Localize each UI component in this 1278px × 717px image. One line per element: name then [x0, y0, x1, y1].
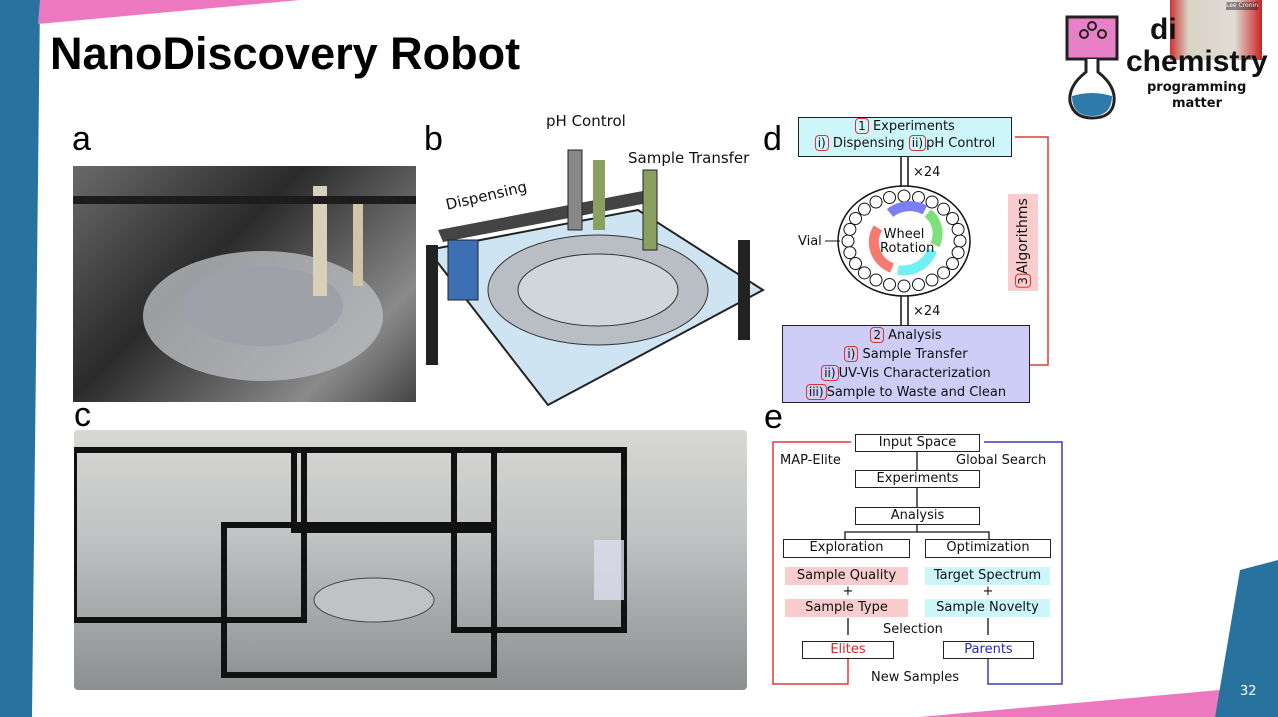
- exploration-box: Exploration: [783, 539, 910, 558]
- map-elite-label: MAP-Elite: [780, 453, 841, 468]
- vial: [951, 222, 965, 236]
- vial: [911, 277, 925, 291]
- vial: [869, 195, 883, 209]
- vial-label: Vial: [798, 234, 822, 249]
- elites-box: Elites: [802, 641, 894, 659]
- bottom-pink-band: [920, 690, 1220, 717]
- logo-text-matter: matter: [1172, 96, 1222, 111]
- ph-control-step: pH Control: [926, 136, 996, 152]
- callout-sample-transfer: Sample Transfer: [628, 149, 750, 167]
- substep-number: ii): [821, 365, 839, 381]
- vial: [925, 273, 939, 287]
- multiplier-bottom: ×24: [913, 304, 941, 319]
- step-number: 3: [1015, 273, 1031, 288]
- panel-label-c: c: [74, 396, 91, 434]
- vial: [925, 195, 939, 209]
- logo-text-chemistry: chemistry: [1126, 45, 1268, 78]
- optimization-box: Optimization: [925, 539, 1051, 558]
- algorithms-text: Algorithms: [1015, 197, 1031, 274]
- vial: [945, 212, 959, 225]
- vial: [953, 234, 967, 248]
- new-samples-label: New Samples: [871, 670, 960, 685]
- sample-quality-label: Sample Quality: [785, 567, 908, 585]
- wheel-label-line1: Wheel: [883, 227, 925, 242]
- vial: [857, 202, 871, 216]
- substep-number: ii): [908, 135, 927, 152]
- experiments-node: Experiments: [855, 470, 980, 488]
- experiments-title: Experiments: [872, 119, 955, 134]
- robot-enclosure-photo-c: [74, 430, 747, 690]
- uv-vis-step: UV-Vis Characterization: [838, 366, 991, 381]
- panel-label-a: a: [72, 120, 91, 158]
- analysis-title: Analysis: [888, 328, 942, 343]
- vial: [883, 277, 897, 291]
- panel-label-e: e: [764, 398, 783, 436]
- sample-novelty-label: Sample Novelty: [925, 599, 1050, 617]
- vial: [841, 234, 855, 248]
- logo-text-programming: programming: [1147, 80, 1247, 95]
- substep-number: i): [844, 346, 859, 362]
- plus-sign: +: [842, 584, 854, 599]
- top-pink-band: [38, 0, 300, 24]
- vial: [849, 212, 863, 225]
- input-space-box: Input Space: [855, 434, 980, 452]
- panel-label-b: b: [424, 120, 443, 158]
- parents-box: Parents: [943, 641, 1034, 659]
- global-search-label: Global Search: [956, 453, 1047, 468]
- vial: [951, 246, 965, 260]
- step-number: 2: [870, 327, 884, 343]
- vial: [883, 191, 897, 205]
- robot-cad-render-b: [426, 149, 765, 407]
- left-blue-band: [0, 0, 40, 717]
- workflow-diagram-d: [825, 136, 1049, 366]
- vial: [937, 202, 951, 216]
- logo-text-di: di: [1150, 13, 1177, 46]
- sample-type-label: Sample Type: [785, 599, 908, 617]
- vial: [857, 266, 871, 280]
- selection-flowchart-e: [772, 441, 1063, 685]
- callout-ph-control: pH Control: [546, 112, 626, 130]
- vial: [937, 266, 951, 280]
- plus-sign: +: [982, 584, 994, 599]
- flask-circuit-icon: [1062, 14, 1122, 120]
- target-spectrum-label: Target Spectrum: [925, 567, 1050, 585]
- vial: [843, 222, 857, 236]
- substep-number: i): [814, 135, 829, 152]
- sample-transfer-step: Sample Transfer: [862, 347, 968, 362]
- vial: [945, 257, 959, 270]
- page-number: 32: [1240, 684, 1257, 699]
- substep-number: iii): [805, 384, 827, 400]
- panel-label-d: d: [763, 120, 782, 158]
- slide-title: NanoDiscovery Robot: [50, 28, 521, 79]
- webcam-video: Lee Cronin: [1170, 0, 1262, 60]
- wheel-label-line2: Rotation: [880, 241, 935, 256]
- vial: [897, 279, 911, 293]
- webcam-name: Lee Cronin: [1226, 2, 1258, 10]
- analysis-node: Analysis: [855, 507, 980, 525]
- dispensing-step: Dispensing: [832, 136, 905, 152]
- waste-clean-step: Sample to Waste and Clean: [826, 385, 1007, 400]
- vial: [897, 189, 911, 203]
- right-blue-band: [1215, 560, 1278, 717]
- analysis-box: 2 Analysis i) Sample Transfer ii)UV-Vis …: [782, 325, 1030, 403]
- vial: [849, 257, 863, 270]
- vial: [843, 246, 857, 260]
- selection-label: Selection: [883, 622, 943, 637]
- algorithms-label: 3Algorithms: [1008, 194, 1038, 291]
- multiplier-top: ×24: [913, 165, 941, 180]
- robot-photo-a: [73, 166, 416, 402]
- experiments-box: 1 Experiments i) Dispensing ii)pH Contro…: [798, 117, 1012, 157]
- step-number: 1: [855, 118, 869, 134]
- vial: [869, 273, 883, 287]
